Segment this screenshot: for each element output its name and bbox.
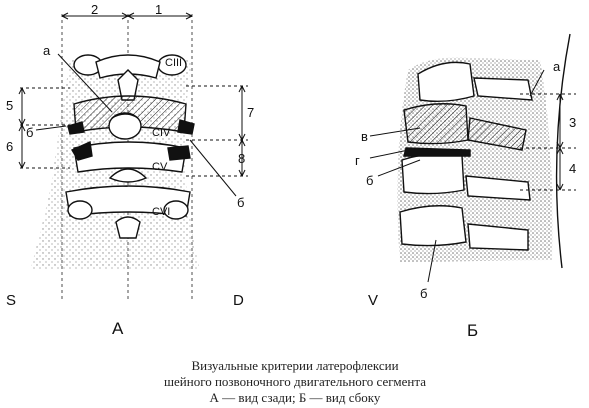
- figure-b-label-b-bottom: б: [420, 286, 428, 301]
- figure-b-leader-lines: [369, 69, 545, 283]
- figure-b-label-a: а: [553, 59, 561, 74]
- figure-a-side-s: S: [6, 292, 17, 309]
- figure-b-drawing: [369, 33, 576, 283]
- figure-b-label-g: г: [355, 153, 360, 168]
- figure-a-label-c3: CIII: [165, 57, 183, 69]
- figure-a-top-dimensions: [61, 12, 193, 20]
- figure-b-label-v: в: [361, 129, 368, 144]
- figure-a-label-c5: CV: [152, 161, 168, 173]
- figure-a-right-dimensions: [186, 85, 248, 177]
- figure-b-vertebrae: [399, 61, 533, 251]
- figure-a-view-letter: А: [112, 319, 124, 338]
- figure-b-side-v: V: [368, 292, 379, 309]
- figure-a-dim-7: 7: [247, 105, 255, 120]
- figure-a-label-c4: CIV: [152, 127, 171, 139]
- figure-b-reference-curve: [555, 33, 571, 269]
- figure-a-dim-8: 8: [238, 151, 246, 166]
- figure-a-dim-2: 2: [91, 2, 99, 17]
- figure-a-label-b-left: б: [26, 125, 34, 140]
- figure-a-dim-1: 1: [155, 2, 163, 17]
- figure-a-vertebra-c4: [67, 95, 195, 140]
- caption-line-3: А — вид сзади; Б — вид сбоку: [209, 390, 381, 405]
- figure-a-dim-5: 5: [6, 98, 14, 113]
- caption-line-2: шейного позвоночного двигательного сегме…: [164, 374, 426, 389]
- figure-a-vertebra-c5: [70, 140, 191, 183]
- figure-a-vertebra-c6: [65, 185, 191, 239]
- figure-b-label-b-mid: б: [366, 173, 374, 188]
- figure-b-right-dimensions: [520, 93, 576, 191]
- figure-a-left-dimensions: [18, 87, 70, 169]
- figure-a-label-b-right: б: [237, 195, 245, 210]
- figure-a-label-a: а: [43, 43, 51, 58]
- figure-a-side-d: D: [233, 292, 244, 309]
- figure-a-dim-6: 6: [6, 139, 14, 154]
- figure-a-leader-lines: [35, 53, 237, 197]
- figure-a-vertebra-c3: [73, 54, 187, 101]
- figure-b-dim-3: 3: [569, 115, 577, 130]
- figure-b-view-letter: Б: [467, 321, 479, 340]
- figure-b-dim-4: 4: [569, 161, 577, 176]
- caption-line-1: Визуальные критерии латерофлексии: [191, 358, 399, 373]
- figure-a-drawing: [18, 12, 248, 300]
- figure-a-label-c6: CVI: [152, 206, 171, 218]
